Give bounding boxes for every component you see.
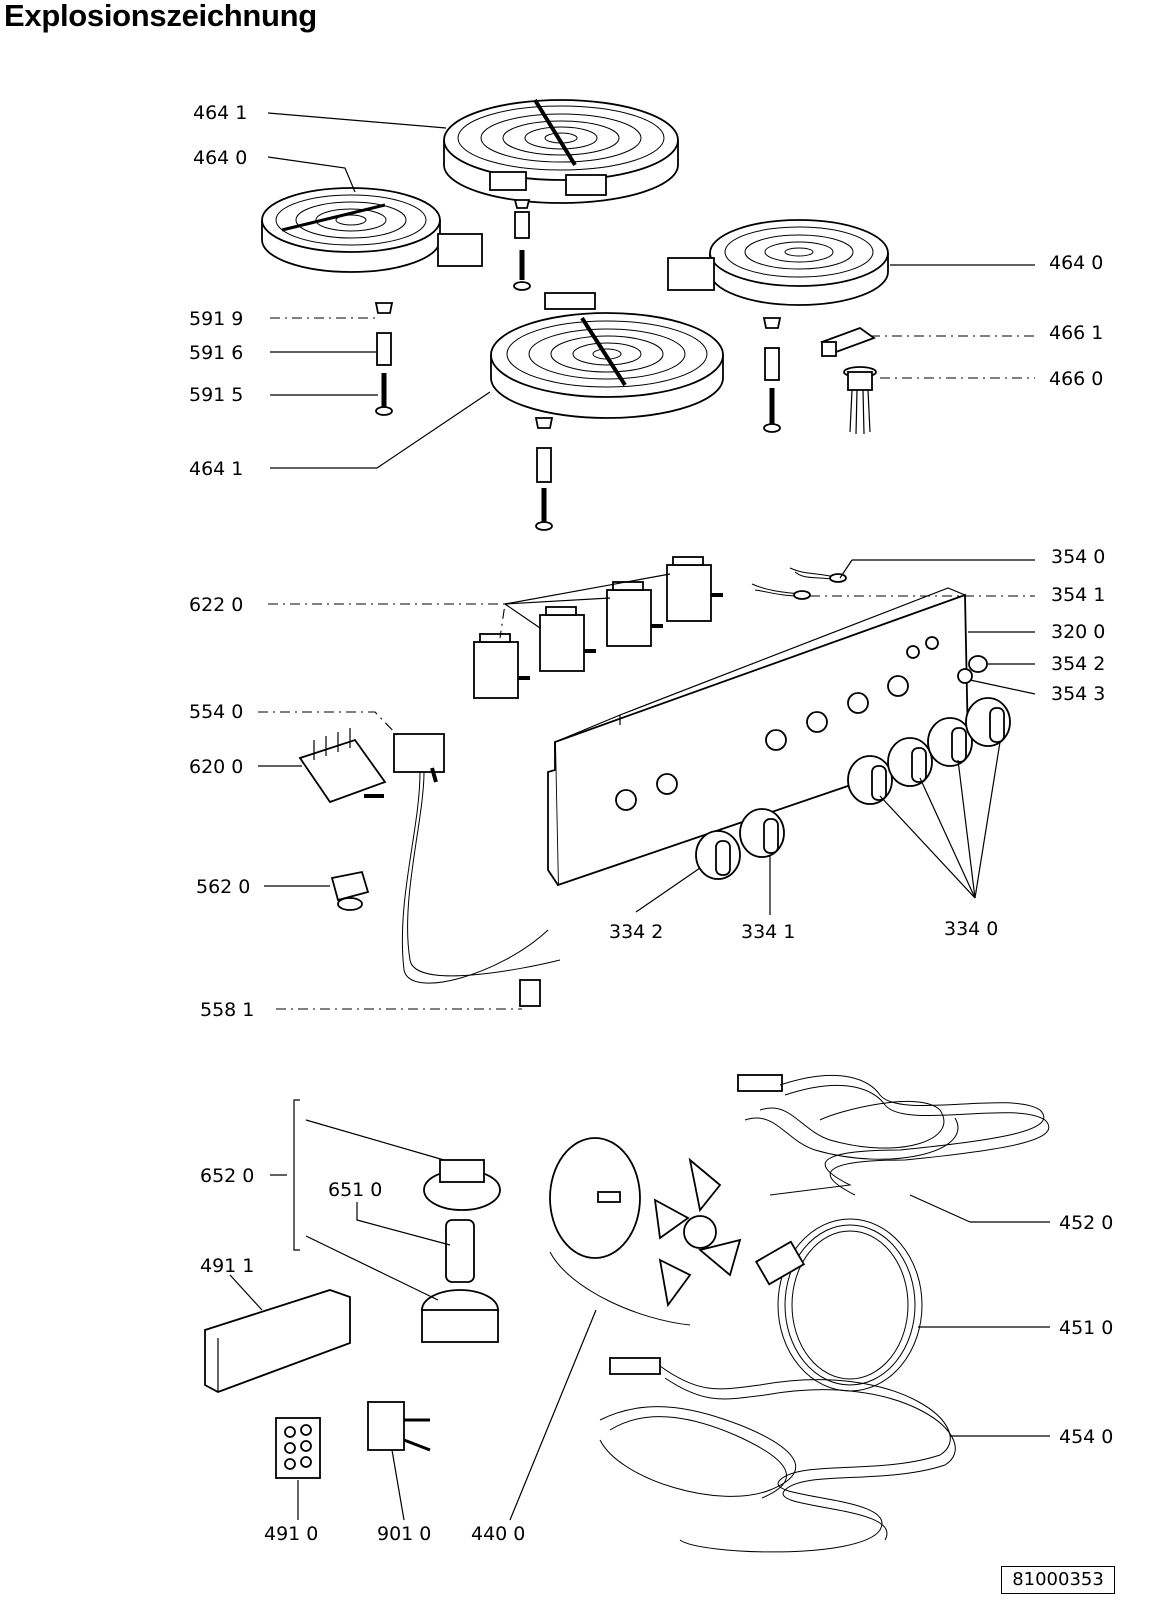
part-label: 620 0: [189, 756, 243, 778]
part-label: 334 1: [741, 921, 795, 943]
hotplate-left: [261, 187, 483, 273]
part-label: 440 0: [471, 1523, 525, 1545]
control-knobs: [695, 697, 1011, 880]
hotplate-middle: [490, 292, 724, 419]
part-label: 554 0: [189, 701, 243, 723]
ring-element: [754, 1218, 923, 1392]
part-label: 591 9: [189, 308, 243, 330]
part-label: 464 1: [193, 102, 247, 124]
part-label: 320 0: [1051, 621, 1105, 643]
bottom-element: [599, 1357, 956, 1553]
part-label: 464 1: [189, 458, 243, 480]
part-label: 452 0: [1059, 1212, 1113, 1234]
part-label: 354 0: [1051, 546, 1105, 568]
part-label: 464 0: [193, 147, 247, 169]
part-label: 354 3: [1051, 683, 1105, 705]
part-label: 334 0: [944, 918, 998, 940]
part-label: 354 1: [1051, 584, 1105, 606]
terminal-block: [275, 1417, 321, 1479]
hotplate-right: [667, 219, 889, 306]
cover-plate: [204, 1289, 351, 1393]
part-label: 354 2: [1051, 653, 1105, 675]
part-label: 901 0: [377, 1523, 431, 1545]
page-title: Explosionszeichnung: [4, 0, 317, 33]
part-label: 491 0: [264, 1523, 318, 1545]
clip-part: [330, 870, 370, 911]
terminal-parts: [820, 326, 877, 435]
hotplate-top: [443, 98, 679, 204]
fan-assembly: [549, 1137, 742, 1326]
part-label: 451 0: [1059, 1317, 1113, 1339]
part-label: 454 0: [1059, 1426, 1113, 1448]
part-label: 558 1: [200, 999, 254, 1021]
document-number: 81000353: [1001, 1566, 1115, 1594]
part-label: 652 0: [200, 1165, 254, 1187]
thermostat-and-switch: [298, 728, 561, 1007]
grill-element: [737, 1074, 1050, 1196]
part-label: 491 1: [200, 1255, 254, 1277]
part-label: 591 5: [189, 384, 243, 406]
oven-lamp-parts: [421, 1159, 501, 1343]
part-label: 464 0: [1049, 252, 1103, 274]
part-label: 466 0: [1049, 368, 1103, 390]
part-labels: 464 1 464 0 464 0 466 1 466 0 591 9 591 …: [189, 102, 1113, 1545]
energy-regulators: [473, 556, 723, 699]
part-label: 591 6: [189, 342, 243, 364]
part-label: 651 0: [328, 1179, 382, 1201]
part-label: 334 2: [609, 921, 663, 943]
part-label: 562 0: [196, 876, 250, 898]
hotplate-fasteners: [374, 199, 782, 531]
part-label: 466 1: [1049, 322, 1103, 344]
leader-lines: [229, 112, 1050, 1521]
door-switch: [367, 1401, 431, 1452]
part-label: 622 0: [189, 594, 243, 616]
